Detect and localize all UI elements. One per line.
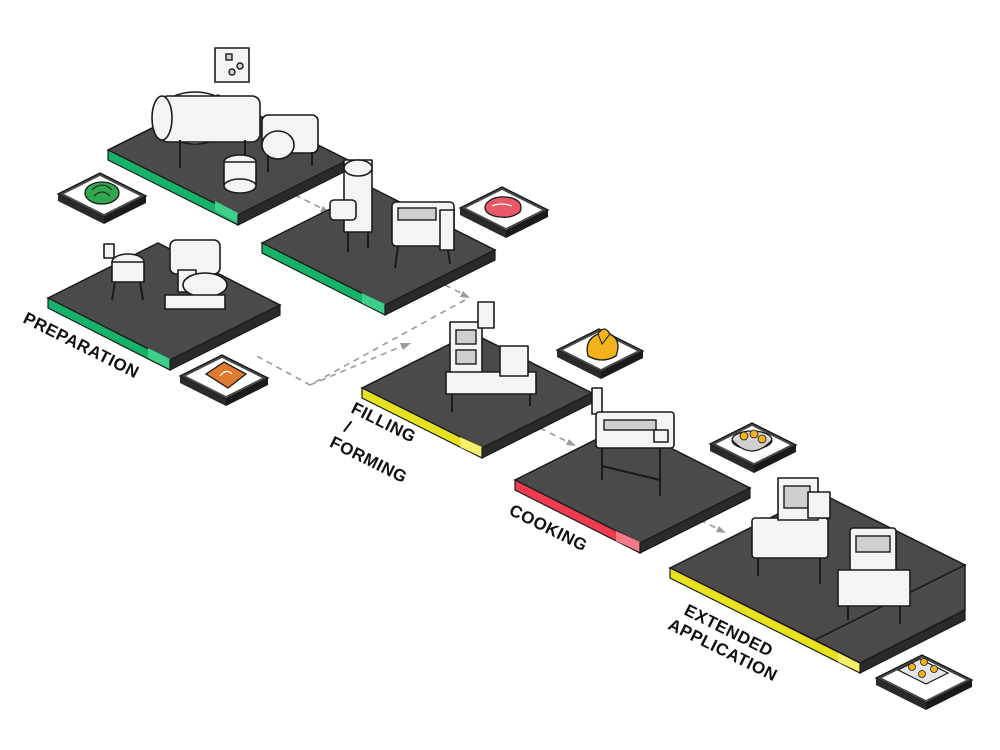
platform-extended-application xyxy=(668,477,967,674)
packaging-machine xyxy=(837,527,911,624)
bowl-icon xyxy=(731,429,773,452)
ingredient-tile-dumpling xyxy=(555,328,645,379)
ingredient-tile-cooked-dish xyxy=(708,422,798,473)
platform-prep-bottom xyxy=(46,239,282,371)
meat-grinder xyxy=(329,159,373,252)
stage-label-line: FORMING xyxy=(327,433,410,487)
slicer-machine xyxy=(261,114,319,172)
tray-icon xyxy=(896,658,950,685)
mixer-machine xyxy=(151,47,261,168)
tilting-mixer xyxy=(391,201,455,269)
tray-sealer-machine xyxy=(751,477,831,584)
encrusting-machine xyxy=(445,301,537,412)
platform-cooking xyxy=(513,387,752,554)
platform-prep-middle xyxy=(260,159,497,316)
meat-icon xyxy=(484,196,522,218)
grill-conveyor xyxy=(591,387,675,496)
dough-mixer xyxy=(164,239,228,310)
cabbage-icon xyxy=(84,181,120,205)
grinder-bowl xyxy=(223,154,257,194)
dumpling-icon xyxy=(586,328,619,361)
vegetable-cutter xyxy=(103,243,145,301)
ingredient-tile-meat xyxy=(458,186,550,238)
ingredient-tile-flour xyxy=(178,354,270,406)
ingredient-tile-packaged-product xyxy=(874,654,974,710)
platform-prep-top xyxy=(106,47,350,226)
ingredient-tile-cabbage xyxy=(56,172,148,224)
flour-bag-icon xyxy=(204,361,248,389)
stage-label-line: / xyxy=(341,417,354,436)
